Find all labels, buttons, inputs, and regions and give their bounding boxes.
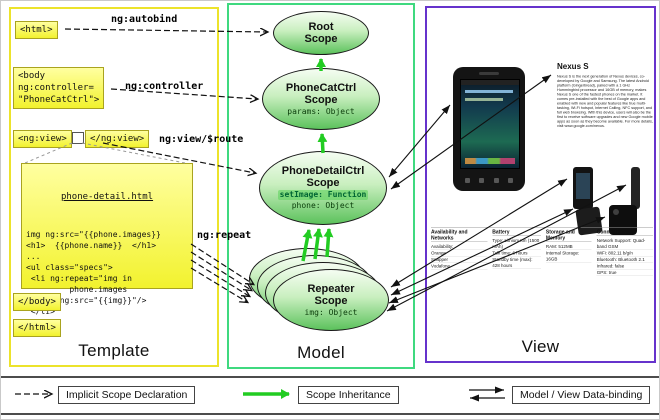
product-description-wrap: Nexus S is the next generation of Nexus … xyxy=(557,74,653,128)
scope-property: img: Object xyxy=(304,307,358,317)
view-panel-label: View xyxy=(521,337,560,356)
code-line: </li> xyxy=(26,307,55,316)
scope-name: PhoneCatCtrl xyxy=(285,81,357,94)
spec-column-connectivity: Connectivity Network Support: Quad-band … xyxy=(596,230,653,276)
code-line: <ul class="specs"> xyxy=(26,263,113,272)
spec-header: Storage and Memory xyxy=(545,230,592,242)
ng-repeat-label: ng:repeat xyxy=(197,230,252,241)
specs-table: Availability and Networks Availability:O… xyxy=(431,227,653,276)
spec-item: Vodafone xyxy=(431,263,488,270)
scope-type: Scope xyxy=(314,294,348,307)
product-title: Nexus S xyxy=(557,62,589,71)
phone-screen xyxy=(460,79,520,169)
repeater-scope-ellipse: Repeater Scope img: Object xyxy=(273,269,389,331)
phone-thumbnail-front xyxy=(573,167,593,209)
code-line: <li ng:repeat="img in xyxy=(26,274,132,283)
template-panel-label: Template xyxy=(78,341,150,360)
scope-property-setimage: setImage: Function xyxy=(277,190,369,200)
phone-softkeys-icon xyxy=(465,178,513,183)
legend-data-binding: Model / View Data-binding xyxy=(512,386,651,404)
body-close-tag: </body> xyxy=(13,293,61,311)
spec-item: Network Support: Quad-band GSM xyxy=(596,238,653,250)
spec-header: Availability and Networks xyxy=(431,230,488,242)
legend-scope-inheritance: Scope Inheritance xyxy=(298,386,399,404)
spec-item: Standby time (max): 428 hours xyxy=(492,257,541,269)
code-line: <h1> {{phone.name}} </h1> xyxy=(26,241,157,250)
model-panel-label: Model xyxy=(297,343,345,362)
code-line: img ng:src="{{phone.images}} xyxy=(26,230,161,239)
camera-icon xyxy=(613,209,619,215)
legend-implicit-scope: Implicit Scope Declaration xyxy=(58,386,196,404)
html-close-tag: </html> xyxy=(13,319,61,337)
spec-item: Type: Lithium Ion (1500 mAh) xyxy=(492,238,541,250)
phone-thumbnail-side xyxy=(631,167,640,209)
code-line: phone.images xyxy=(26,285,128,294)
ng-controller-label: ng:controller xyxy=(125,81,204,92)
body-tag-line: "PhoneCatCtrl"> xyxy=(18,95,100,105)
scope-property-phone: phone: Object xyxy=(291,201,355,210)
code-lines: img ng:src="{{phone.images}} <h1> {{phone… xyxy=(26,229,188,328)
spec-header: Battery xyxy=(492,230,541,236)
scope-type: Scope xyxy=(304,33,338,45)
body-open-tag: <body ng:controller= "PhoneCatCtrl"> xyxy=(13,67,105,109)
ngview-close-tag: </ng:view> xyxy=(85,130,150,148)
root-scope-ellipse: Root Scope xyxy=(273,11,369,55)
code-line: ... xyxy=(26,252,41,261)
template-panel: Template xyxy=(9,7,219,367)
spec-header: Connectivity xyxy=(596,230,653,236)
scope-name: Root xyxy=(308,21,334,33)
spec-column-battery: Battery Type: Lithium Ion (1500 mAh)Talk… xyxy=(492,230,541,277)
phone-screen-content xyxy=(465,90,513,93)
phone-dock-icons xyxy=(465,158,515,164)
body-tag-line: ng:controller= xyxy=(18,83,94,93)
code-file-title: phone-detail.html xyxy=(60,192,154,202)
nexus-phone-image xyxy=(453,67,525,191)
product-description: Nexus S is the next generation of Nexus … xyxy=(557,74,653,128)
scope-name: Repeater xyxy=(307,282,355,295)
spec-item: GPS: true xyxy=(596,270,653,276)
scope-property: params: Object xyxy=(287,106,355,116)
view-placeholder-icon xyxy=(72,132,84,144)
phonedetailctrl-scope-ellipse: PhoneDetailCtrl Scope setImage: Function… xyxy=(259,151,387,225)
ngview-open-tag: <ng:view> xyxy=(13,130,72,148)
spec-column-availability: Availability and Networks Availability:O… xyxy=(431,230,488,277)
ng-view-route-label: ng:view/$route xyxy=(159,134,244,145)
phonecatctrl-scope-ellipse: PhoneCatCtrl Scope params: Object xyxy=(262,68,380,130)
scope-name: PhoneDetailCtrl xyxy=(281,165,365,177)
body-tag-line: <body xyxy=(18,71,46,81)
phone-statusbar xyxy=(461,80,519,85)
phone-speaker-icon xyxy=(479,72,499,75)
scope-type: Scope xyxy=(306,177,340,189)
spec-item: Internal Storage: 16GB xyxy=(545,250,592,263)
phone-screen-content xyxy=(465,98,503,101)
html-open-tag: <html> xyxy=(15,21,58,39)
scope-type: Scope xyxy=(304,93,338,106)
ng-autobind-label: ng:autobind xyxy=(111,14,178,25)
phone-detail-code-box: phone-detail.html img ng:src="{{phone.im… xyxy=(21,163,193,327)
